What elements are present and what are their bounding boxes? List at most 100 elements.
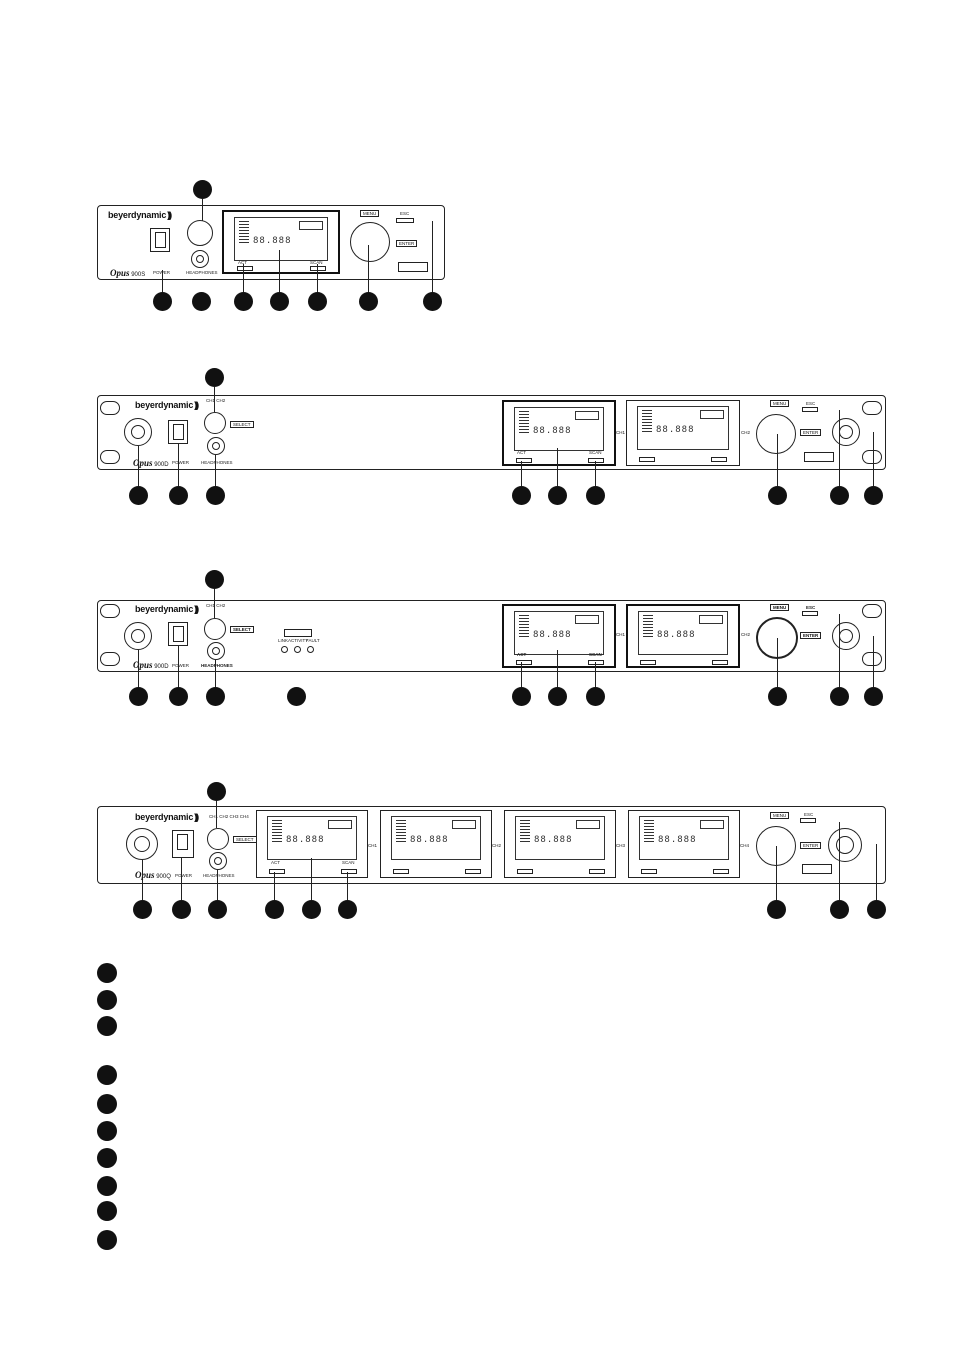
esc-button[interactable] — [802, 407, 818, 412]
callout — [586, 687, 605, 706]
act-button[interactable] — [641, 869, 657, 874]
scan-button[interactable] — [711, 457, 727, 462]
scan-button[interactable] — [589, 869, 605, 874]
act-button[interactable] — [639, 457, 655, 462]
leader — [138, 446, 139, 486]
lcd-digits: 88.888 — [533, 630, 572, 640]
leader — [839, 822, 840, 900]
select-label: SELECT — [230, 421, 254, 428]
callout — [129, 687, 148, 706]
leader — [214, 589, 215, 618]
brand-logo: beyerdynamic — [135, 604, 197, 614]
leader — [138, 650, 139, 687]
ch2-label: CH2 — [492, 843, 502, 848]
volume-knob[interactable] — [204, 412, 226, 434]
callout — [830, 900, 849, 919]
front-panel-900d — [97, 600, 886, 672]
act-button[interactable] — [269, 869, 285, 874]
label-plate — [804, 452, 834, 462]
volume-knob[interactable] — [187, 220, 213, 246]
leader — [181, 858, 182, 900]
headphones-jack[interactable] — [191, 250, 209, 268]
lcd-digits: 88.888 — [658, 835, 697, 845]
link-led — [281, 646, 288, 653]
scan-button[interactable] — [588, 458, 604, 463]
headphones-jack[interactable] — [207, 642, 225, 660]
leader — [142, 860, 143, 900]
scan-label: SCAN — [342, 860, 355, 865]
model-label: Opus 900S — [110, 268, 146, 278]
lcd-display-ch1: 88.888 — [256, 810, 368, 878]
leader — [776, 846, 777, 900]
act-button[interactable] — [640, 660, 656, 665]
act-button[interactable] — [516, 458, 532, 463]
lcd-display-ch3: 88.888 — [504, 810, 616, 878]
lcd-digits: 88.888 — [657, 630, 696, 640]
volume-knob[interactable] — [204, 618, 226, 640]
power-switch[interactable] — [168, 622, 188, 646]
esc-button[interactable] — [800, 818, 816, 823]
lcd-screen: 88.888 — [638, 611, 728, 655]
callout — [206, 486, 225, 505]
headphones-jack[interactable] — [207, 437, 225, 455]
callout — [169, 687, 188, 706]
callout — [129, 486, 148, 505]
fault-led — [307, 646, 314, 653]
volume-knob[interactable] — [207, 828, 229, 850]
jog-wheel[interactable] — [350, 222, 390, 262]
callout-top — [205, 368, 224, 387]
leader — [243, 264, 244, 292]
callout — [206, 687, 225, 706]
battery-indicator — [576, 820, 600, 829]
rf-bars — [520, 820, 530, 842]
scan-button[interactable] — [713, 869, 729, 874]
channel-switch-label: CH1 CH2 — [206, 398, 226, 403]
esc-button[interactable] — [802, 611, 818, 616]
leader — [217, 870, 218, 900]
leader — [279, 250, 280, 292]
callout — [338, 900, 357, 919]
callout — [512, 486, 531, 505]
act-button[interactable] — [237, 266, 253, 271]
callout — [153, 292, 172, 311]
scan-button[interactable] — [465, 869, 481, 874]
power-switch[interactable] — [168, 420, 188, 444]
leader — [595, 662, 596, 687]
act-button[interactable] — [393, 869, 409, 874]
headphones-jack[interactable] — [209, 852, 227, 870]
lcd-screen: 88.888 — [267, 816, 357, 860]
scan-button[interactable] — [341, 869, 357, 874]
fault-label: FAULT — [306, 638, 320, 643]
rack-ear — [100, 652, 120, 666]
label-plate — [398, 262, 428, 272]
callout-top — [193, 180, 212, 199]
leader — [839, 410, 840, 486]
lcd-screen: 88.888 — [637, 406, 729, 450]
act-label: ACT — [517, 652, 527, 657]
act-button[interactable] — [517, 869, 533, 874]
callout — [133, 900, 152, 919]
lcd-digits: 88.888 — [534, 835, 573, 845]
scan-label: SCAN — [589, 450, 602, 455]
leader — [215, 660, 216, 687]
jog-wheel[interactable] — [756, 414, 796, 454]
antenna-connector — [832, 622, 860, 650]
rf-bars — [239, 221, 249, 243]
scan-button[interactable] — [712, 660, 728, 665]
leader — [178, 646, 179, 687]
act-label: ACT — [517, 450, 526, 455]
lcd-screen: 88.888 — [391, 816, 481, 860]
power-switch[interactable] — [150, 228, 170, 252]
power-switch[interactable] — [172, 830, 194, 858]
leader — [274, 872, 275, 900]
scan-button[interactable] — [588, 660, 604, 665]
channel-switch-label: CH1 CH2 — [206, 603, 226, 608]
esc-button[interactable] — [396, 218, 414, 223]
act-button[interactable] — [516, 660, 532, 665]
rf-bars — [396, 820, 406, 842]
leader — [178, 444, 179, 486]
scan-button[interactable] — [310, 266, 326, 271]
leader — [215, 455, 216, 486]
callout — [864, 486, 883, 505]
callout — [867, 900, 886, 919]
